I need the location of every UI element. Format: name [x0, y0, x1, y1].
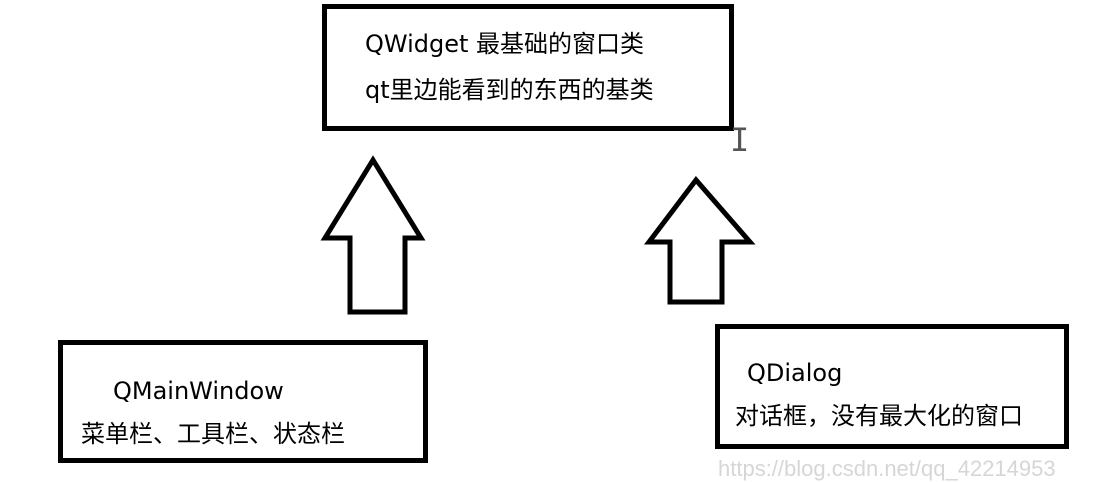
qmainwindow-box: QMainWindow 菜单栏、工具栏、状态栏	[58, 340, 428, 463]
watermark-text: https://blog.csdn.net/qq_42214953	[718, 456, 1056, 481]
qmainwindow-description: 菜单栏、工具栏、状态栏	[81, 420, 345, 448]
qwidget-title: QWidget 最基础的窗口类	[365, 30, 645, 58]
qwidget-box: QWidget 最基础的窗口类 qt里边能看到的东西的基类	[322, 4, 734, 131]
qdialog-title: QDialog	[747, 359, 843, 387]
text-cursor-icon: I	[730, 121, 750, 159]
arrow-qdialog-to-qwidget	[643, 176, 756, 305]
qmainwindow-title: QMainWindow	[113, 377, 284, 405]
arrow-qmainwindow-to-qwidget	[320, 155, 426, 315]
qdialog-description: 对话框，没有最大化的窗口	[735, 402, 1023, 430]
qwidget-description: qt里边能看到的东西的基类	[365, 76, 654, 104]
qdialog-box: QDialog 对话框，没有最大化的窗口	[715, 324, 1069, 449]
